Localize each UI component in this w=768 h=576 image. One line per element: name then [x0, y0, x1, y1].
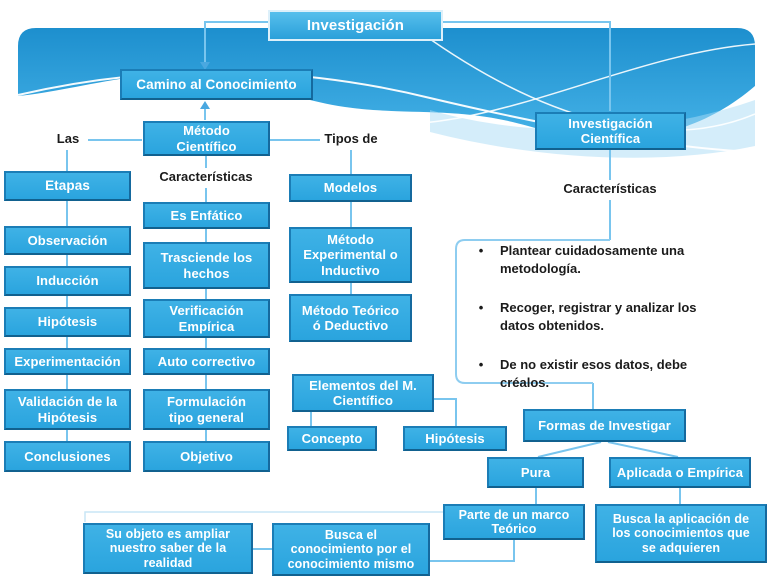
- bullet-marker-icon: •: [478, 243, 484, 258]
- node-metodo-experimental: Método Experimental o Inductivo: [289, 227, 412, 283]
- node-busca-aplicacion: Busca la aplicación de los conocimientos…: [595, 504, 767, 563]
- node-objetivo: Objetivo: [143, 441, 270, 472]
- node-validacion: Validación de la Hipótesis: [4, 389, 131, 430]
- bullet-marker-icon: •: [478, 300, 484, 316]
- bullet-text: Recoger, registrar y analizar los datos …: [500, 300, 697, 333]
- bullet-text: De no existir esos datos, debe créalos.: [500, 357, 688, 390]
- bullet-item: • De no existir esos datos, debe créalos.: [462, 356, 762, 391]
- node-modelos: Modelos: [289, 174, 412, 202]
- bullet-list: • Plantear cuidadosamente una metodología…: [462, 242, 762, 413]
- bullet-panel-border: [455, 239, 610, 384]
- bullet-marker-icon: •: [478, 357, 484, 373]
- connector-lines: [66, 21, 681, 562]
- node-formas: Formas de Investigar: [523, 409, 686, 442]
- node-conclusiones: Conclusiones: [4, 441, 131, 472]
- node-busca-conocimiento: Busca el conocimiento por el conocimient…: [272, 523, 430, 576]
- node-concepto: Concepto: [287, 426, 377, 451]
- node-experimentacion: Experimentación: [4, 348, 131, 375]
- node-caracteristicas-ic: Características: [563, 181, 657, 196]
- node-auto-correctivo: Auto correctivo: [143, 348, 270, 375]
- node-metodo-teorico: Método Teórico ó Deductivo: [289, 294, 412, 342]
- node-elementos: Elementos del M. Científico: [292, 374, 434, 412]
- node-aplicada: Aplicada o Empírica: [609, 457, 751, 488]
- node-formulacion: Formulación tipo general: [143, 389, 270, 430]
- node-las: Las: [56, 131, 80, 146]
- node-trasciende: Trasciende los hechos: [143, 242, 270, 289]
- node-hipotesis-elemento: Hipótesis: [403, 426, 507, 451]
- node-camino: Camino al Conocimiento: [120, 69, 313, 100]
- node-induccion: Inducción: [4, 266, 131, 296]
- node-parte-marco: Parte de un marco Teórico: [443, 504, 585, 540]
- node-caracteristicas-mc: Características: [159, 169, 253, 184]
- node-es-enfatico: Es Enfático: [143, 202, 270, 229]
- node-verificacion: Verificación Empírica: [143, 299, 270, 338]
- node-su-objeto: Su objeto es ampliar nuestro saber de la…: [83, 523, 253, 574]
- node-tipos-de: Tipos de: [324, 131, 378, 146]
- arrow-up-icon: [200, 101, 210, 109]
- node-hipotesis-etapa: Hipótesis: [4, 307, 131, 337]
- bullet-item: • Plantear cuidadosamente una metodología…: [462, 242, 762, 277]
- node-investigacion-cientifica: Investigación Científica: [535, 112, 686, 150]
- arrow-down-icon: [200, 62, 210, 70]
- bullet-item: • Recoger, registrar y analizar los datos…: [462, 299, 762, 334]
- bullet-text: Plantear cuidadosamente una metodología.: [500, 243, 685, 276]
- node-etapas: Etapas: [4, 171, 131, 201]
- node-pura: Pura: [487, 457, 584, 488]
- faint-connector: [84, 511, 443, 522]
- node-observacion: Observación: [4, 226, 131, 255]
- node-investigacion: Investigación: [268, 10, 443, 41]
- arrowheads: [200, 62, 210, 109]
- node-metodo-cientifico: Método Científico: [143, 121, 270, 156]
